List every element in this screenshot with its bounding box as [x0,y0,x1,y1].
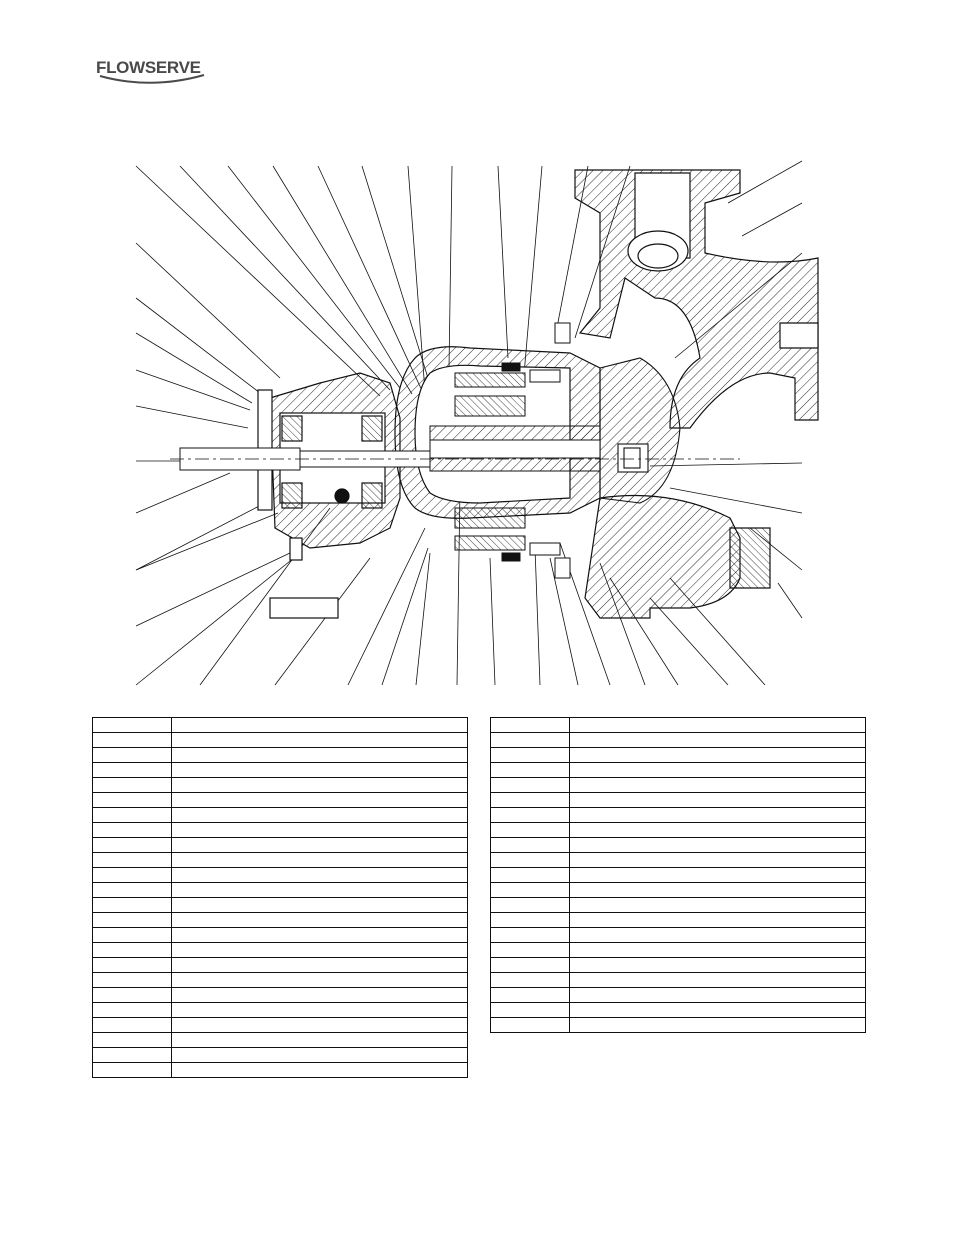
table-row [490,942,866,958]
table-row [490,777,866,793]
table-row [490,897,866,913]
table-row [92,807,468,823]
impeller [599,357,681,504]
table-row [490,912,866,928]
table-row [92,717,468,733]
bolts [529,322,571,579]
table-row [92,897,468,913]
table-row [92,927,468,943]
parts-table-right [490,717,866,1033]
table-row [92,762,468,778]
table-row [490,1017,866,1033]
volute-casing [574,169,819,619]
table-row [92,1032,468,1048]
table-row [92,1062,468,1078]
table-row [92,822,468,838]
flowserve-logo: FLOWSERVE [96,56,214,90]
logo-swoosh-icon [99,74,205,84]
table-row [490,972,866,988]
table-row [490,807,866,823]
logo-wordmark: FLOWSERVE [96,58,201,77]
table-row [92,987,468,1003]
table-row [92,882,468,898]
table-row [92,1017,468,1033]
table-row [490,717,866,733]
table-row [490,867,866,883]
table-row [92,837,468,853]
table-row [92,732,468,748]
bearing-housing [257,372,401,619]
table-row [490,762,866,778]
table-row [92,1047,468,1063]
table-row [92,867,468,883]
table-row [92,777,468,793]
table-row [92,942,468,958]
table-row [92,747,468,763]
table-row [92,912,468,928]
table-row [92,957,468,973]
leader-lines-left [135,242,291,627]
table-row [490,837,866,853]
table-row [490,882,866,898]
table-row [490,747,866,763]
table-row [490,957,866,973]
parts-table-left [92,717,468,1078]
table-row [490,792,866,808]
table-row [490,852,866,868]
table-row [490,822,866,838]
table-row [92,852,468,868]
pump-sectional-drawing [135,160,819,686]
table-row [490,732,866,748]
table-row [92,792,468,808]
table-row [490,987,866,1003]
table-row [490,1002,866,1018]
table-row [92,1002,468,1018]
table-row [490,927,866,943]
table-row [92,972,468,988]
magnet-assembly [429,362,601,562]
